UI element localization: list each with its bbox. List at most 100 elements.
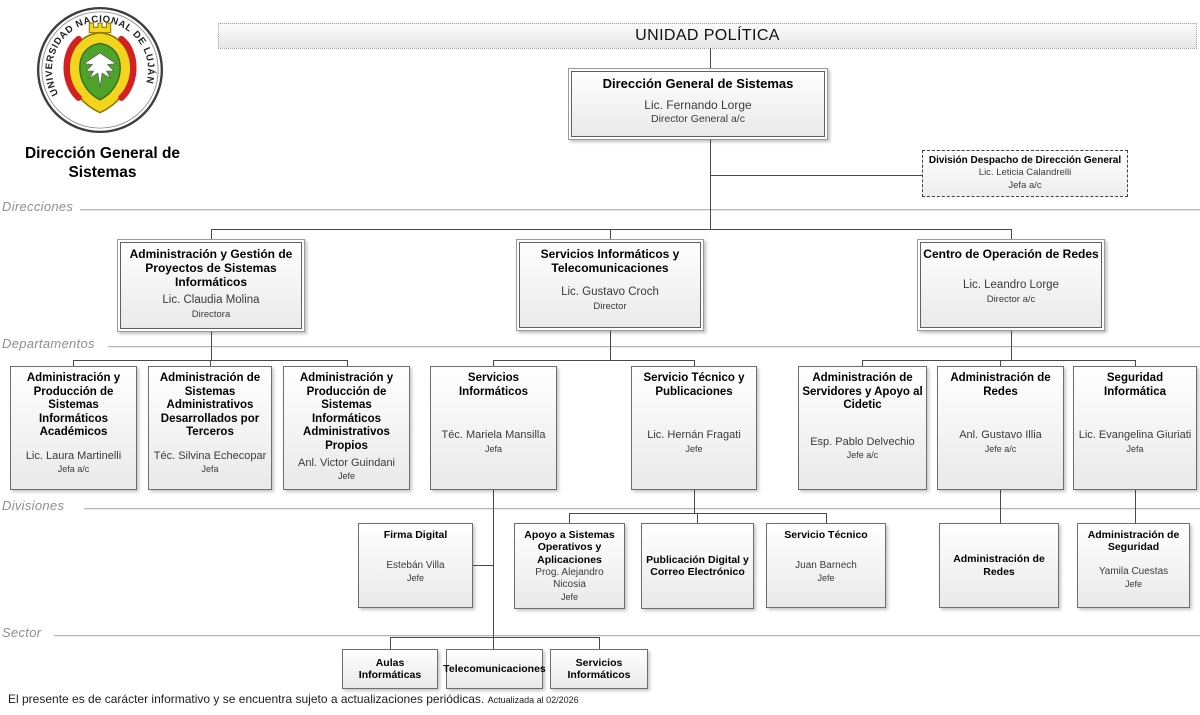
org-box-sector-servicios-informaticos: Servicios Informáticos xyxy=(550,649,648,689)
separator-departamentos xyxy=(108,346,1200,347)
box-name: Anl. Gustavo Illia xyxy=(959,429,1042,442)
level-label-divisiones: Divisiones xyxy=(2,498,65,513)
connector xyxy=(211,332,212,360)
box-role: Jefe xyxy=(685,443,703,454)
box-role: Jefa xyxy=(1126,443,1144,454)
org-box-dept-proyectos: Administración y Gestión de Proyectos de… xyxy=(117,239,305,332)
banner-title: UNIDAD POLÍTICA xyxy=(635,27,780,44)
box-title: Servicio Técnico y Publicaciones xyxy=(643,372,745,398)
box-title: Servicios Informáticos y Telecomunicacio… xyxy=(540,247,680,276)
box-name: Lic. Laura Martinelli xyxy=(25,449,122,462)
box-role: Jefa xyxy=(484,443,502,454)
level-label-departamentos: Departamentos xyxy=(2,336,95,351)
box-name: Lic. Fernando Lorge xyxy=(644,97,752,112)
separator-direcciones xyxy=(80,209,1200,210)
level-label-direcciones: Direcciones xyxy=(2,199,74,214)
org-box-div-servidores-cidetic: Administración de Servidores y Apoyo al … xyxy=(798,366,927,490)
seal-ribbon-left xyxy=(63,35,82,101)
box-role: Director a/c xyxy=(986,293,1036,305)
org-box-div-propios: Administración y Producción de Sistemas … xyxy=(283,366,410,490)
box-title: Administración de Sistemas Administrativ… xyxy=(159,372,261,439)
org-box-publicacion-digital: Publicación Digital y Correo Electrónico xyxy=(641,523,754,609)
connector xyxy=(610,229,611,239)
connector xyxy=(1000,360,1001,366)
connector xyxy=(610,331,611,360)
connector xyxy=(473,565,493,566)
box-title: Servicio Técnico xyxy=(784,529,868,541)
seal-crown xyxy=(88,22,112,34)
connector xyxy=(1000,490,1001,523)
org-box-div-terceros: Administración de Sistemas Administrativ… xyxy=(148,366,272,490)
box-name: Esp. Pablo Delvechio xyxy=(810,436,915,449)
connector xyxy=(1135,360,1136,366)
org-box-sub-administracion-redes: Administración de Redes xyxy=(939,523,1059,608)
box-title: Telecomunicaciones xyxy=(443,662,546,675)
separator-sector xyxy=(54,635,1200,636)
org-box-div-servicio-tecnico-publicaciones: Servicio Técnico y Publicaciones Lic. He… xyxy=(631,366,757,490)
level-label-sector: Sector xyxy=(2,625,42,640)
org-box-dept-redes: Centro de Operación de Redes Lic. Leandr… xyxy=(917,239,1105,331)
org-box-div-seguridad-informatica: Seguridad Informática Lic. Evangelina Gi… xyxy=(1073,366,1197,490)
box-role: Jefa a/c xyxy=(1008,179,1042,191)
box-title: División Despacho de Dirección General xyxy=(928,154,1122,166)
connector xyxy=(862,360,863,366)
box-title: Firma Digital xyxy=(383,529,448,541)
box-title: Administración de Redes xyxy=(953,553,1045,578)
connector xyxy=(390,637,599,638)
footer-note-text: El presente es de carácter informativo y… xyxy=(8,692,485,706)
connector xyxy=(210,360,211,366)
box-role: Jefe a/c xyxy=(846,450,879,461)
seal-ribbon-right xyxy=(118,35,137,101)
box-title: Administración de Redes xyxy=(950,372,1051,398)
box-name: Lic. Hernán Fragati xyxy=(647,429,741,442)
box-title: Administración y Producción de Sistemas … xyxy=(26,372,121,439)
box-name: Lic. Claudia Molina xyxy=(162,293,260,306)
box-role: Jefe xyxy=(337,470,355,481)
org-box-firma-digital: Firma Digital Estebán Villa Jefe xyxy=(358,523,473,608)
connector xyxy=(1011,331,1012,360)
connector xyxy=(694,360,695,366)
box-title: Aulas Informáticas xyxy=(358,656,422,681)
org-box-dept-servicios: Servicios Informáticos y Telecomunicacio… xyxy=(516,239,704,331)
connector xyxy=(697,513,698,523)
box-role: Jefe xyxy=(406,573,424,584)
box-role: Jefa a/c xyxy=(57,464,90,474)
connector xyxy=(599,637,600,649)
connector xyxy=(211,229,212,239)
box-role: Director General a/c xyxy=(651,113,745,126)
box-name: Estebán Villa xyxy=(386,560,445,572)
box-title: Servicios Informáticos xyxy=(567,656,631,681)
org-box-direccion-general-sistemas: Dirección General de Sistemas Lic. Ferna… xyxy=(568,68,828,140)
box-role: Jefe a/c xyxy=(984,443,1017,454)
connector xyxy=(493,490,494,649)
org-box-servicio-tecnico: Servicio Técnico Juan Barnech Jefe xyxy=(766,523,886,608)
box-title: Publicación Digital y Correo Electrónico xyxy=(646,553,749,578)
connector xyxy=(493,360,494,366)
box-name: Téc. Silvina Echecopar xyxy=(153,449,267,462)
box-title: Seguridad Informática xyxy=(1104,372,1166,398)
separator-divisiones xyxy=(84,508,1200,509)
box-name: Lic. Evangelina Giuriati xyxy=(1078,429,1192,442)
org-box-div-academicos: Administración y Producción de Sistemas … xyxy=(10,366,137,490)
seal-bird xyxy=(83,52,117,88)
box-role: Directora xyxy=(191,308,231,320)
box-name: Lic. Gustavo Croch xyxy=(561,286,659,299)
org-box-administracion-seguridad: Administración de Seguridad Yamila Cuest… xyxy=(1077,523,1190,608)
connector xyxy=(493,360,694,361)
org-box-div-servicios-informaticos: Servicios Informáticos Téc. Mariela Mans… xyxy=(430,366,557,490)
box-title: Administración de Servidores y Apoyo al … xyxy=(802,372,923,412)
connector xyxy=(826,513,827,523)
page-title: Dirección General de Sistemas xyxy=(24,145,181,182)
footer-updated-text: Actualizada al 02/2026 xyxy=(487,695,579,705)
connector xyxy=(347,360,348,366)
box-name: Anl. Victor Guindani xyxy=(297,456,396,469)
box-role: Jefe xyxy=(560,592,578,603)
box-title: Apoyo a Sistemas Operativos y Aplicacion… xyxy=(524,529,615,566)
connector xyxy=(710,48,711,68)
box-role: Jefe xyxy=(1124,579,1142,590)
connector xyxy=(390,637,391,649)
unidad-politica-banner: UNIDAD POLÍTICA xyxy=(218,23,1197,49)
box-name: Juan Barnech xyxy=(795,560,857,572)
unlu-seal-logo: UNIVERSIDAD NACIONAL DE LUJÁN xyxy=(36,6,164,134)
